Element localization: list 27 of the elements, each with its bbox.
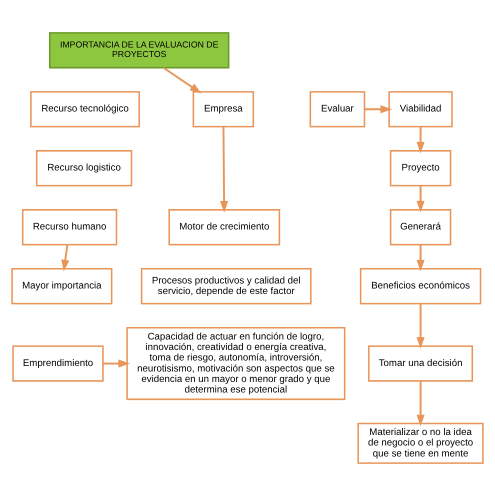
node-box: Emprendimiento [12, 344, 104, 382]
arrow [416, 380, 425, 426]
node-box: Recurso tecnológico [30, 90, 140, 127]
arrow [416, 244, 425, 271]
arrow [103, 358, 130, 368]
node-box: Procesos productivos y calidad del servicio, depende de este factor [140, 268, 312, 304]
node-box: Beneficios económicos [360, 268, 482, 304]
node-box: Motor de crecimiento [168, 208, 280, 245]
node-box: IMPORTANCIA DE LA EVALUACION DE PROYECTOS [49, 32, 230, 68]
node-box: Recurso logistico [36, 150, 132, 186]
node-box: Generará [390, 208, 452, 245]
node-box: Viabilidad [388, 90, 453, 127]
arrow [416, 185, 425, 212]
node-box: Tomar una decisión [368, 344, 474, 382]
node-box: Evaluar [310, 90, 366, 127]
arrow [61, 244, 70, 271]
arrow [163, 66, 202, 93]
arrow [364, 104, 392, 113]
node-box: Mayor importancia [11, 268, 112, 304]
arrow [220, 126, 228, 212]
node-box: Recurso humano [22, 208, 118, 245]
node-box: Capacidad de actuar en función de logro, innovación, creatividad o energía creativa, toma de riesgo, autonomía, introversión, neurotisismo, motivación son aspectos que se evidencia en un mayor o menor grado y que determina ese potencial [126, 326, 346, 400]
node-box: Proyecto [390, 150, 452, 186]
node-box: Empresa [192, 90, 254, 127]
arrow [416, 126, 425, 154]
arrow [416, 303, 425, 348]
node-box: Materializar o no la idea de negocio o el proyecto que se tiene en mente [357, 422, 484, 464]
